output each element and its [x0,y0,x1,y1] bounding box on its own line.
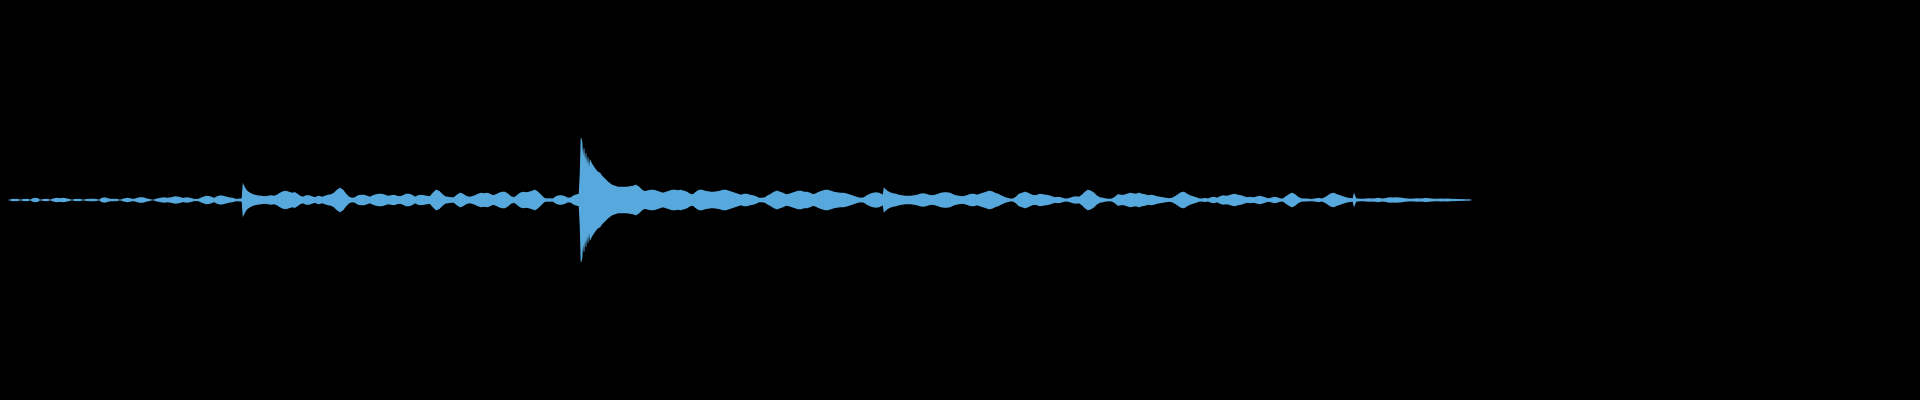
waveform-shape [7,137,1473,263]
